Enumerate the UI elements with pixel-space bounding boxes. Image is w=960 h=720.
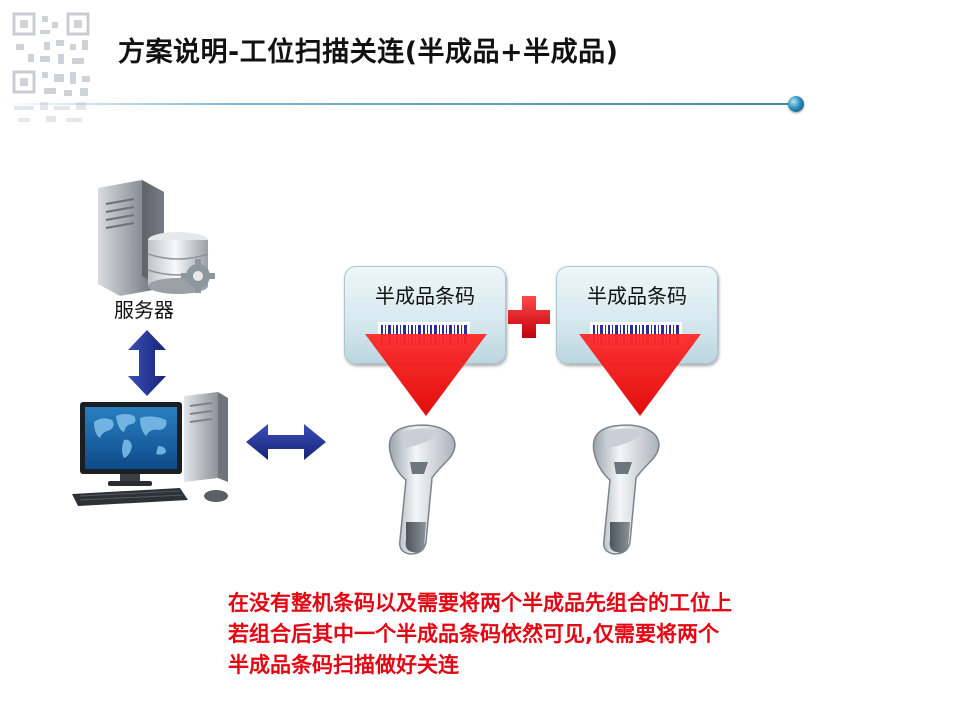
note-line: 在没有整机条码以及需要将两个半成品先组合的工位上 xyxy=(228,591,732,615)
server-label: 服务器 xyxy=(114,298,174,322)
slide-title: 方案说明-工位扫描关连(半成品+半成品) xyxy=(118,37,619,68)
barcode-card-label: 半成品条码 xyxy=(375,284,475,308)
server-icon xyxy=(98,180,215,296)
desktop-computer-icon xyxy=(72,392,228,506)
scan-note: 在没有整机条码以及需要将两个半成品先组合的工位上 若组合后其中一个半成品条码依然… xyxy=(228,588,908,681)
plus-icon xyxy=(508,296,550,338)
barcode-card-label: 半成品条码 xyxy=(587,284,687,308)
double-arrow-horizontal-icon xyxy=(246,424,326,460)
barcode-scanner-icon xyxy=(388,424,456,555)
note-line: 若组合后其中一个半成品条码依然可见,仅需要将两个 xyxy=(228,622,719,646)
title-divider xyxy=(0,103,800,105)
scan-beam-icon xyxy=(579,334,701,416)
double-arrow-vertical-icon xyxy=(128,330,166,396)
note-line: 半成品条码扫描做好关连 xyxy=(228,653,459,677)
qr-code-icon xyxy=(12,12,90,122)
scan-beam-icon xyxy=(365,334,487,416)
title-divider-dot xyxy=(788,96,804,112)
barcode-scanner-icon xyxy=(592,424,660,555)
